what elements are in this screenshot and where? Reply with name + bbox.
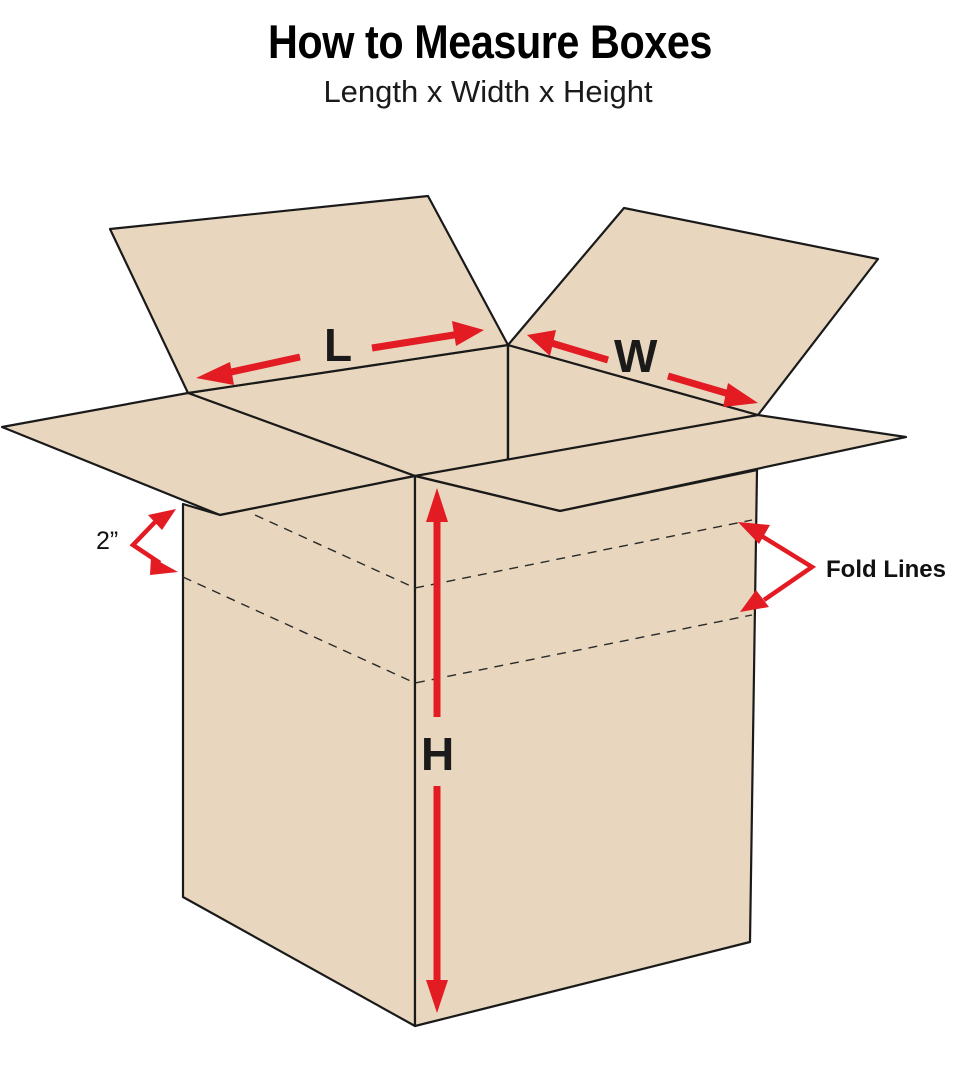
box-left-wall [181,474,417,1028]
page-subtitle: Length x Width x Height [323,74,653,109]
back-right-flap [506,206,880,417]
box-right-wall [413,468,759,1028]
length-arrow [196,321,484,385]
width-arrow [527,330,758,407]
fold-lines-label: Fold Lines [826,556,946,583]
fold-line-upper [254,514,753,589]
fold-lines-arrow [738,522,817,612]
height-label: H [421,728,454,780]
length-label: L [324,319,352,371]
fold-line-lower [182,576,753,684]
height-arrow [426,488,448,1013]
width-label: W [614,330,658,382]
flap-offset-label: 2” [96,527,118,555]
flap-offset-arrow [129,509,178,575]
page-title: How to Measure Boxes [268,15,712,68]
